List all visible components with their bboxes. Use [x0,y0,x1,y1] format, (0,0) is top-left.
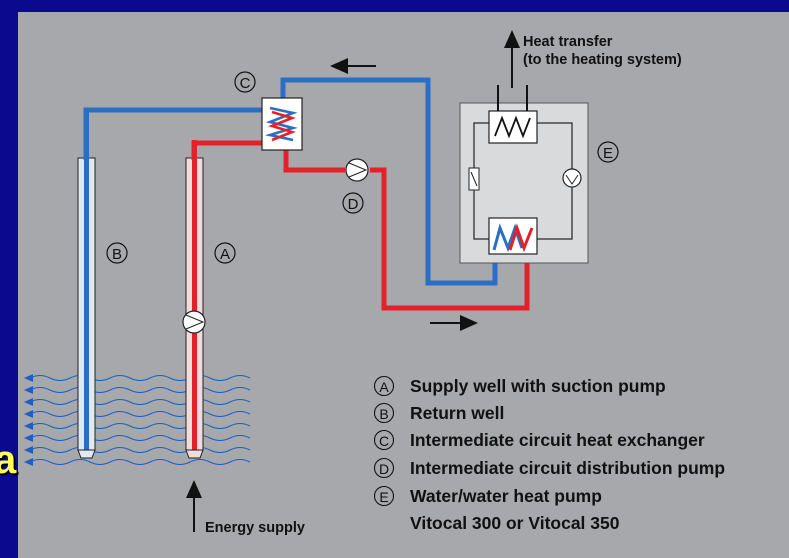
supply-well [185,140,204,459]
marker-d: D [342,192,364,214]
heat-transfer-sublabel: (to the heating system) [523,52,682,68]
return-well [77,110,96,459]
legend-item-e: E Water/water heat pump [373,485,602,507]
intermediate-supply-pipe [283,150,345,173]
diagram-panel [18,12,789,558]
legend-item-a: A Supply well with suction pump [373,375,666,397]
marker-b: B [106,242,128,264]
intermediate-return-pipe [280,77,498,286]
distribution-pump-icon [345,158,369,182]
return-pipe [83,107,262,160]
svg-text:E: E [603,145,613,162]
svg-text:E: E [379,489,388,505]
marker-c: C [234,71,256,93]
svg-text:Intermediate circuit distribut: Intermediate circuit distribution pump [410,458,725,478]
svg-text:D: D [348,196,359,213]
marker-e: E [597,141,619,163]
energy-supply-label: Energy supply [205,520,305,536]
svg-text:Supply well with suction pump: Supply well with suction pump [410,376,666,396]
svg-text:B: B [379,406,388,422]
cropped-slide-text: a [0,438,17,482]
supply-pipe [191,140,262,160]
suction-pump-icon [182,310,206,334]
svg-text:Return well: Return well [410,403,504,423]
legend: A Supply well with suction pump B Return… [373,375,725,533]
svg-text:C: C [240,75,251,92]
groundwater-waves [29,374,251,466]
legend-item-b: B Return well [373,402,504,424]
svg-text:A: A [220,246,230,263]
flow-direction-arrows [24,374,33,466]
heat-exchanger-icon [261,97,303,151]
intermediate-supply-pipe-2 [370,167,530,311]
svg-text:D: D [379,461,389,477]
svg-text:A: A [379,379,389,395]
svg-text:C: C [379,433,389,449]
svg-text:Intermediate circuit heat exch: Intermediate circuit heat exchanger [410,430,705,450]
heat-transfer-label: Heat transfer [523,34,613,50]
svg-text:Water/water heat pump: Water/water heat pump [410,486,602,506]
legend-item-c: C Intermediate circuit heat exchanger [373,429,705,451]
heat-pump-unit [459,85,589,264]
legend-item-d: D Intermediate circuit distribution pump [373,457,725,479]
legend-model-text: Vitocal 300 or Vitocal 350 [410,513,620,533]
marker-a: A [214,242,236,264]
svg-text:B: B [112,246,122,263]
